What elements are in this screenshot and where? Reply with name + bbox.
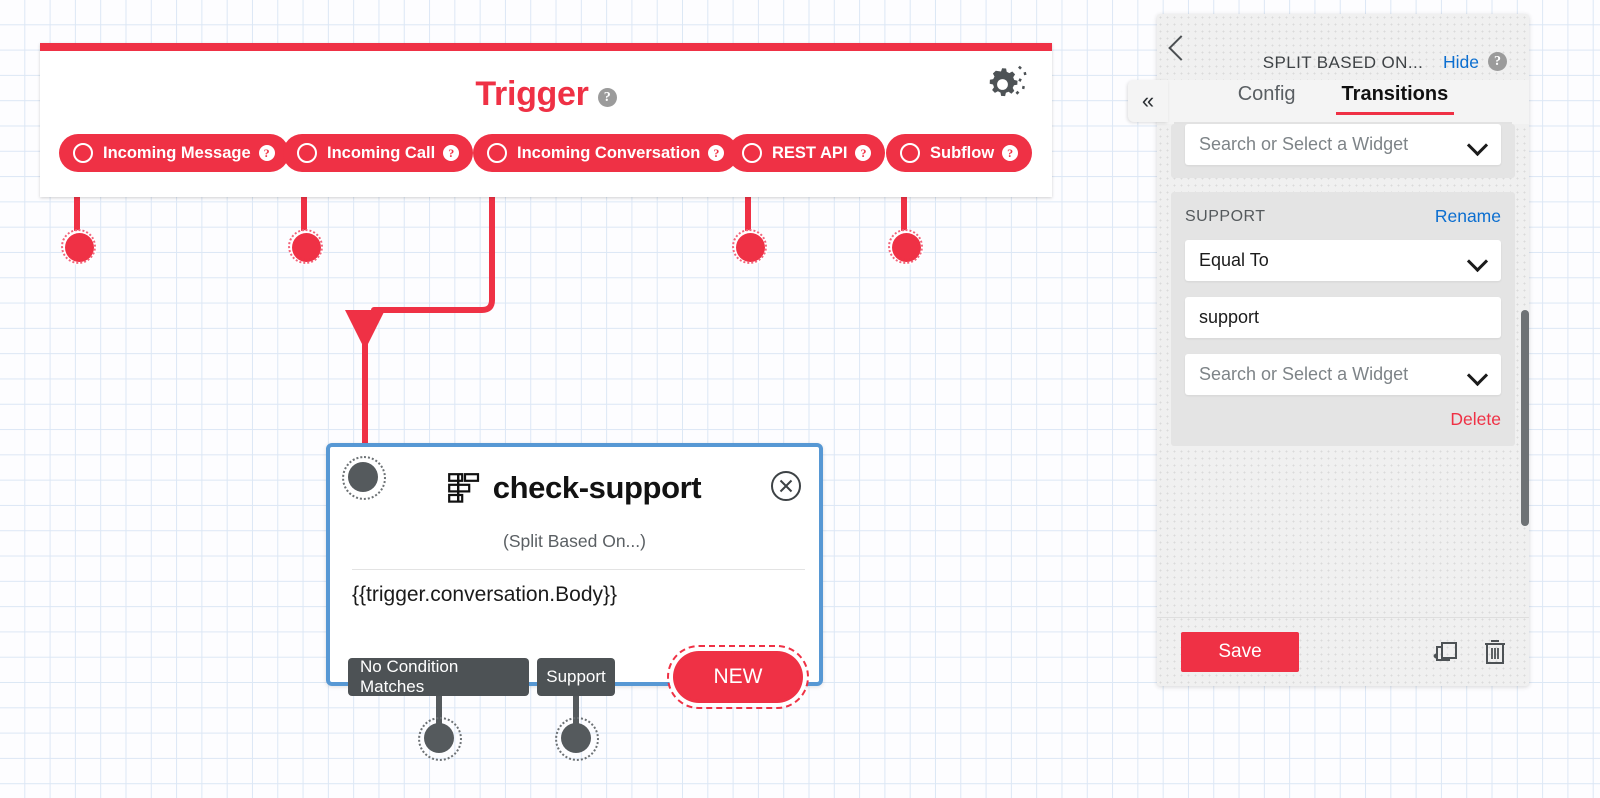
trigger-pill-incoming-conversation[interactable]: Incoming Conversation ? (473, 134, 739, 172)
node-output-endpoint-support[interactable] (555, 717, 599, 761)
connector-ring-icon (487, 143, 507, 163)
help-circle-icon[interactable]: ? (1488, 52, 1507, 71)
help-circle-icon[interactable]: ? (443, 145, 460, 161)
chevron-down-icon (1466, 250, 1489, 273)
trigger-card: Trigger? (40, 43, 1052, 197)
help-circle-icon[interactable]: ? (1002, 145, 1019, 161)
panel-tabs: Config Transitions (1157, 80, 1529, 124)
help-circle-icon[interactable]: ? (258, 145, 275, 161)
node-title: check-support (330, 470, 819, 506)
duplicate-icon[interactable] (1431, 638, 1461, 666)
panel-header: SPLIT BASED ON... Hide ? (1157, 14, 1529, 80)
transition-group-partial: Search or Select a Widget (1171, 124, 1515, 178)
trigger-pill-label: Subflow (930, 143, 995, 162)
condition-value-input[interactable]: support (1185, 297, 1501, 338)
close-circle-icon[interactable] (770, 470, 802, 502)
trigger-pill-incoming-message[interactable]: Incoming Message ? (59, 134, 289, 172)
rename-button[interactable]: Rename (1434, 206, 1501, 226)
trigger-endpoint-subflow[interactable] (888, 229, 923, 264)
delete-condition-button[interactable]: Delete (1450, 409, 1501, 429)
trigger-pill-rest-api[interactable]: REST API ? (728, 134, 886, 172)
node-output-chip-support[interactable]: Support (537, 658, 615, 696)
save-button-label: Save (1218, 641, 1262, 662)
connector-ring-icon (297, 143, 317, 163)
trigger-pill-incoming-call[interactable]: Incoming Call ? (283, 134, 474, 172)
transition-group-support: SUPPORT Rename Equal To support Search o… (1171, 192, 1515, 446)
panel-title: SPLIT BASED ON... (1262, 53, 1424, 72)
widget-select-field[interactable]: Search or Select a Widget (1185, 124, 1501, 165)
trigger-endpoint-incoming-call[interactable] (288, 229, 323, 264)
trigger-endpoint-rest-api[interactable] (732, 229, 767, 264)
split-branches-icon (447, 473, 479, 503)
trigger-pill-label: REST API (772, 143, 848, 162)
node-output-chip-new[interactable]: NEW (667, 645, 809, 709)
node-output-label: Support (546, 667, 606, 686)
panel-footer: Save (1157, 617, 1529, 686)
widget-config-panel: SPLIT BASED ON... Hide ? Config Transiti… (1157, 14, 1529, 686)
connector-ring-icon (742, 143, 762, 163)
trigger-pill-subflow[interactable]: Subflow ? (886, 134, 1033, 172)
trigger-pill-label: Incoming Message (103, 143, 251, 162)
connector-ring-icon (900, 143, 920, 163)
help-circle-icon[interactable]: ? (597, 88, 617, 107)
panel-body[interactable]: Search or Select a Widget SUPPORT Rename… (1157, 124, 1529, 632)
chevron-down-icon (1466, 364, 1489, 387)
node-output-chip-no-condition-matches[interactable]: No Condition Matches (348, 657, 529, 696)
new-output-label: NEW (713, 665, 763, 688)
node-title-text: check-support (492, 470, 702, 505)
chevron-down-icon (1466, 134, 1489, 157)
page-title: Trigger? (40, 75, 1052, 114)
node-divider (352, 569, 805, 570)
save-button[interactable]: Save (1181, 632, 1299, 672)
node-output-label: No Condition Matches (360, 657, 459, 696)
trash-icon[interactable] (1481, 637, 1509, 667)
node-type-label: (Split Based On...) (503, 531, 646, 551)
help-circle-icon[interactable]: ? (708, 145, 725, 161)
condition-operator-value: Equal To (1199, 250, 1269, 270)
node-input-connector[interactable] (342, 456, 386, 500)
tab-transitions[interactable]: Transitions (1335, 83, 1455, 115)
tab-config[interactable]: Config (1237, 83, 1296, 105)
hide-button[interactable]: Hide (1443, 52, 1479, 72)
condition-operator-select[interactable]: Equal To (1185, 240, 1501, 281)
double-chevron-left-icon: « (1141, 88, 1155, 113)
trigger-endpoint-incoming-message[interactable] (61, 229, 96, 264)
group-name: SUPPORT (1185, 207, 1266, 225)
node-expression: {{trigger.conversation.Body}} (352, 583, 618, 606)
footer-icon-group (1431, 637, 1509, 667)
node-output-endpoint-no-condition[interactable] (418, 717, 462, 761)
condition-value-text: support (1199, 307, 1260, 327)
trigger-pill-label: Incoming Conversation (517, 143, 701, 162)
help-circle-icon[interactable]: ? (855, 145, 872, 161)
panel-scrollbar-thumb[interactable] (1521, 310, 1529, 526)
trigger-title-text: Trigger (475, 75, 589, 113)
connector-ring-icon (73, 143, 93, 163)
transition-widget-select[interactable]: Search or Select a Widget (1185, 354, 1501, 395)
transition-widget-placeholder: Search or Select a Widget (1199, 364, 1409, 384)
group-header: SUPPORT Rename (1185, 206, 1501, 227)
gears-icon[interactable] (985, 65, 1027, 105)
trigger-pill-label: Incoming Call (327, 143, 436, 162)
panel-collapse-button[interactable]: « (1128, 80, 1168, 122)
widget-select-placeholder: Search or Select a Widget (1199, 134, 1409, 154)
